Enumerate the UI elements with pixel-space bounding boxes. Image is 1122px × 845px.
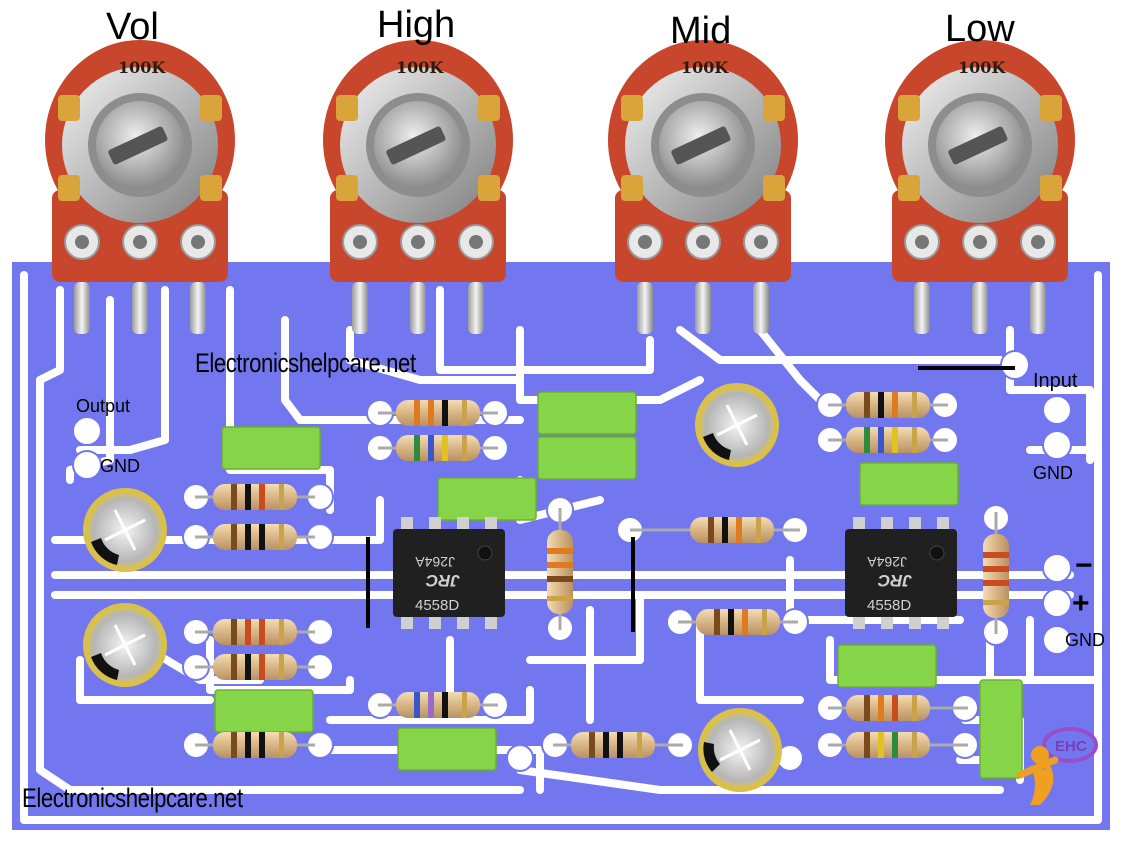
pot-value-mid: 100K [681, 58, 729, 77]
potentiometers-artwork [45, 40, 1075, 334]
pot-value-vol: 100K [118, 58, 166, 77]
supply-minus-label: − [1075, 549, 1093, 582]
ic1-code: J264A [415, 554, 455, 570]
logo-text: EHC [1055, 738, 1087, 755]
ic1-part: 4558D [415, 597, 460, 614]
film-capacitors [214, 391, 1023, 779]
pot-label-high: High [377, 4, 456, 46]
electrolytic-capacitors [83, 383, 782, 792]
gnd-input-label: GND [1033, 463, 1073, 483]
output-label: Output [76, 396, 131, 416]
ic1-brand: JRC [425, 571, 460, 590]
ic2-part: 4558D [867, 597, 912, 614]
resistors [195, 392, 1009, 758]
pot-value-high: 100K [396, 58, 444, 77]
ic-packages [393, 517, 957, 629]
ic2-code: J264A [867, 554, 907, 570]
pot-label-vol: Vol [106, 6, 159, 48]
watermark-top: Electronicshelpcare.net [195, 348, 416, 378]
ehc-logo-icon [1016, 727, 1098, 805]
pot-label-mid: Mid [670, 10, 732, 52]
jumper-wires [366, 366, 1015, 632]
input-label: Input [1033, 370, 1078, 392]
supply-plus-label: + [1072, 587, 1090, 620]
gnd-supply-label: GND [1065, 630, 1105, 650]
ic2-brand: JRC [877, 571, 912, 590]
pot-value-low: 100K [958, 58, 1006, 77]
gnd-output-label: GND [100, 456, 140, 476]
pot-label-low: Low [945, 8, 1015, 50]
watermark-bottom: Electronicshelpcare.net [22, 783, 243, 813]
